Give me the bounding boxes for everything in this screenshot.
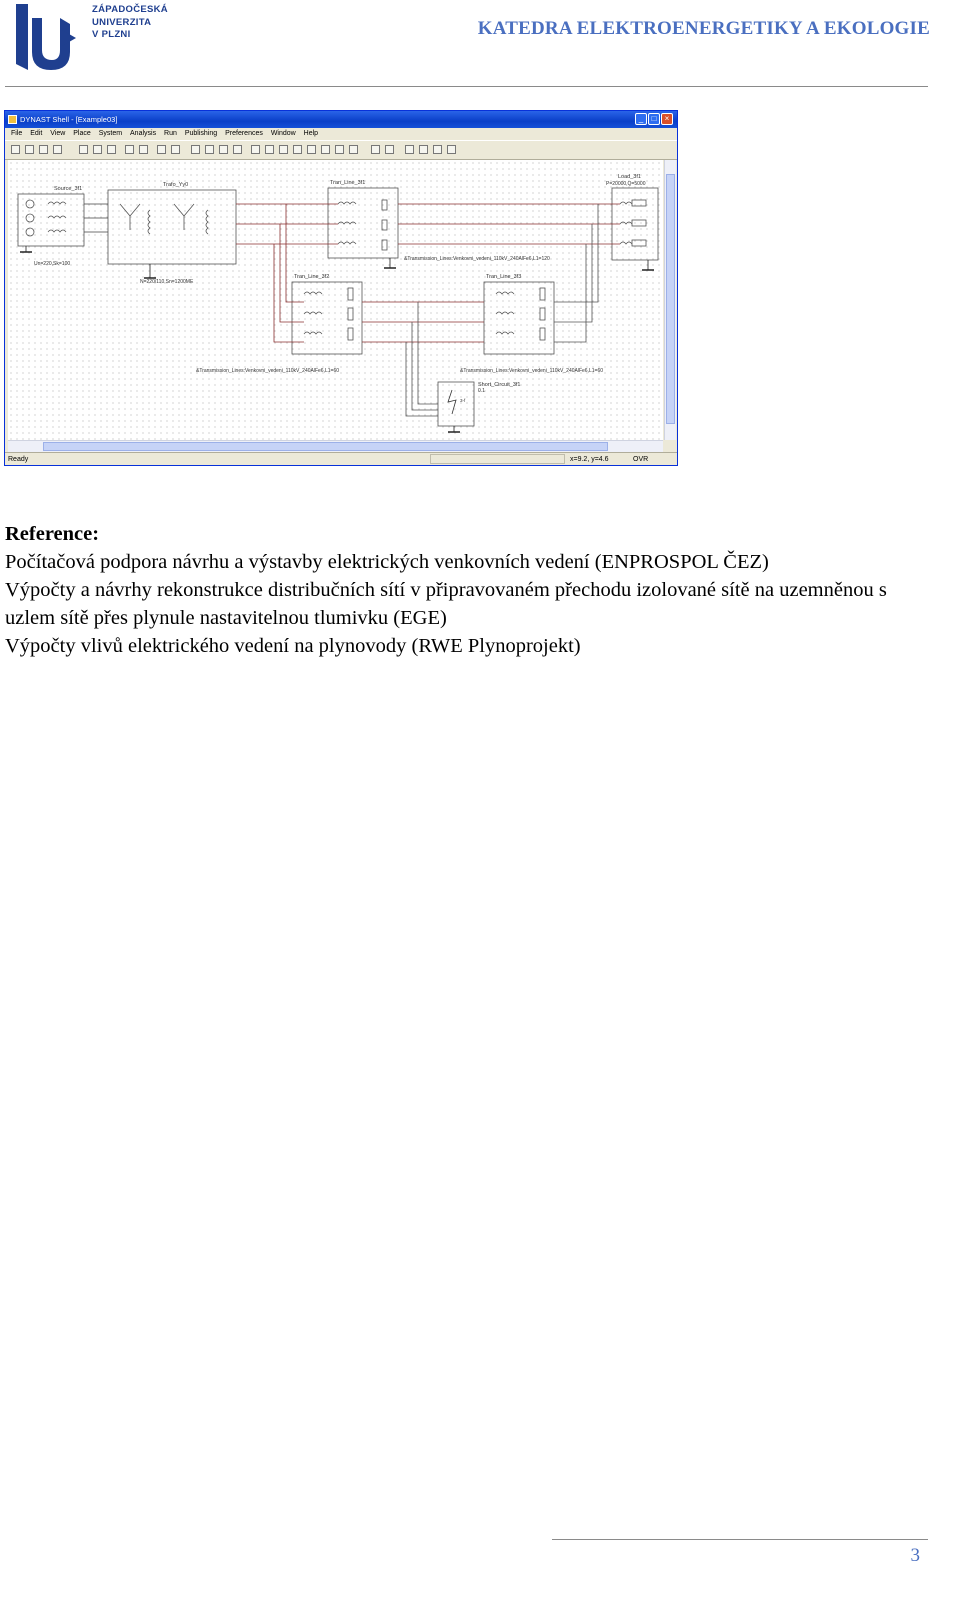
menu-preferences[interactable]: Preferences [225, 130, 263, 137]
app-toolbar [5, 140, 677, 160]
logo-mark-left [16, 4, 28, 70]
zoom-in-icon[interactable] [371, 145, 380, 154]
horizontal-scroll-thumb[interactable] [43, 442, 608, 451]
line1-label: Tran_Line_3f1 [330, 180, 365, 186]
logo-mark-arrow [62, 30, 76, 46]
line3-label: Tran_Line_3f3 [486, 274, 521, 280]
bus-wires [84, 203, 620, 417]
new-file-icon[interactable] [11, 145, 20, 154]
references-title: Reference: [5, 523, 100, 545]
doc-2-icon[interactable] [205, 145, 214, 154]
close-icon[interactable]: × [661, 113, 673, 125]
menu-view[interactable]: View [50, 130, 66, 137]
menu-system[interactable]: System [98, 130, 123, 137]
dynast-app-screenshot: DYNAST Shell - [Example03] _ □ × File Ed… [4, 110, 678, 466]
references-section: Reference: Počítačová podpora návrhu a v… [5, 520, 935, 660]
select-arrow-icon[interactable] [251, 145, 260, 154]
university-name-line-1: ZÁPADOČESKÁ [92, 4, 168, 15]
source-params: Un=220,Sk=100 [34, 261, 70, 267]
minimize-icon[interactable]: _ [635, 113, 647, 125]
transmission-label-1: &Transmission_Lines:Venkovni_vedeni_110k… [404, 256, 550, 262]
menu-help[interactable]: Help [303, 130, 319, 137]
chart-icon[interactable] [419, 145, 428, 154]
header-divider [5, 86, 928, 87]
page-number: 3 [910, 1545, 921, 1566]
schematic-diagram: Source_3f1 Un=220,Sk=100 Trafo_Yy0 N=220… [17, 174, 659, 433]
footer-divider [552, 1539, 928, 1540]
doc-1-icon[interactable] [191, 145, 200, 154]
export-icon[interactable] [447, 145, 456, 154]
menu-file[interactable]: File [11, 130, 23, 137]
menu-edit[interactable]: Edit [30, 130, 43, 137]
rectangle-tool-icon[interactable] [349, 145, 358, 154]
wire-icon[interactable] [279, 145, 288, 154]
load-params: P=20000,Q=5000 [606, 181, 646, 187]
status-ready: Ready [8, 456, 29, 463]
source-block [17, 193, 85, 253]
zoom-out-icon[interactable] [385, 145, 394, 154]
menu-window[interactable]: Window [270, 130, 296, 137]
paste-icon[interactable] [107, 145, 116, 154]
status-coordinates: x=9.2, y=4.6 [570, 456, 609, 463]
university-logo [16, 4, 76, 70]
line3-block [483, 281, 555, 355]
status-mode: OVR [633, 456, 649, 463]
link-icon[interactable] [405, 145, 414, 154]
vertical-scrollbar[interactable] [664, 160, 676, 440]
redo-icon[interactable] [139, 145, 148, 154]
short-circuit-symbol: 3-f [460, 398, 466, 403]
menu-place[interactable]: Place [73, 130, 91, 137]
transmission-label-3: &Transmission_Lines:Venkovni_vedeni_110k… [460, 368, 603, 374]
logo-mark-u [32, 18, 70, 70]
university-name-line-3: V PLZNI [92, 29, 131, 40]
menu-analysis[interactable]: Analysis [130, 130, 157, 137]
copy-icon[interactable] [93, 145, 102, 154]
doc-3-icon[interactable] [219, 145, 228, 154]
app-title: DYNAST Shell - [Example03] [20, 115, 118, 124]
app-statusbar: Ready x=9.2, y=4.6 OVR [5, 452, 677, 465]
transformer-block [107, 189, 237, 279]
undo-icon[interactable] [125, 145, 134, 154]
menu-run[interactable]: Run [164, 130, 177, 137]
status-cell-empty [430, 454, 565, 464]
cut-icon[interactable] [79, 145, 88, 154]
source-label: Source_3f1 [54, 186, 82, 192]
load-block [611, 187, 659, 271]
node-icon[interactable] [265, 145, 274, 154]
line1-block [327, 187, 399, 269]
save-icon[interactable] [39, 145, 48, 154]
line2-label: Tran_Line_3f2 [294, 274, 329, 280]
transmission-label-2: &Transmission_Lines:Venkovni_vedeni_110k… [196, 368, 339, 374]
maximize-icon[interactable]: □ [648, 113, 660, 125]
reference-item-2: Výpočty a návrhy rekonstrukce distribučn… [5, 579, 887, 629]
schematic-canvas[interactable]: Source_3f1 Un=220,Sk=100 Trafo_Yy0 N=220… [8, 160, 663, 440]
app-titlebar: DYNAST Shell - [Example03] _ □ × [5, 111, 677, 128]
short-circuit-value: 0.1 [478, 388, 485, 394]
probe-icon[interactable] [321, 145, 330, 154]
reference-item-3: Výpočty vlivů elektrického vedení na ply… [5, 635, 581, 657]
doc-4-icon[interactable] [233, 145, 242, 154]
ground-icon[interactable] [307, 145, 316, 154]
app-icon [8, 115, 17, 124]
flash-icon[interactable] [433, 145, 442, 154]
department-title: KATEDRA ELEKTROENERGETIKY A EKOLOGIE [477, 18, 930, 39]
text-tool-icon[interactable] [335, 145, 344, 154]
short-circuit-block [437, 381, 475, 433]
print-icon[interactable] [53, 145, 62, 154]
load-label: Load_3f1 [618, 174, 641, 180]
reference-item-1: Počítačová podpora návrhu a výstavby ele… [5, 551, 769, 573]
open-file-icon[interactable] [25, 145, 34, 154]
junction-icon[interactable] [293, 145, 302, 154]
transformer-params: N=220/110,Sn=1200ME [140, 279, 194, 285]
line2-block [291, 281, 363, 355]
menu-publishing[interactable]: Publishing [184, 130, 218, 137]
vertical-scroll-thumb[interactable] [666, 174, 675, 424]
library-icon[interactable] [171, 145, 180, 154]
component-icon[interactable] [157, 145, 166, 154]
app-menubar: File Edit View Place System Analysis Run… [5, 128, 677, 140]
transformer-label: Trafo_Yy0 [163, 182, 188, 188]
short-circuit-label: Short_Circuit_3f1 [478, 382, 521, 388]
university-name-line-2: UNIVERZITA [92, 16, 152, 28]
horizontal-scrollbar[interactable] [8, 440, 663, 452]
